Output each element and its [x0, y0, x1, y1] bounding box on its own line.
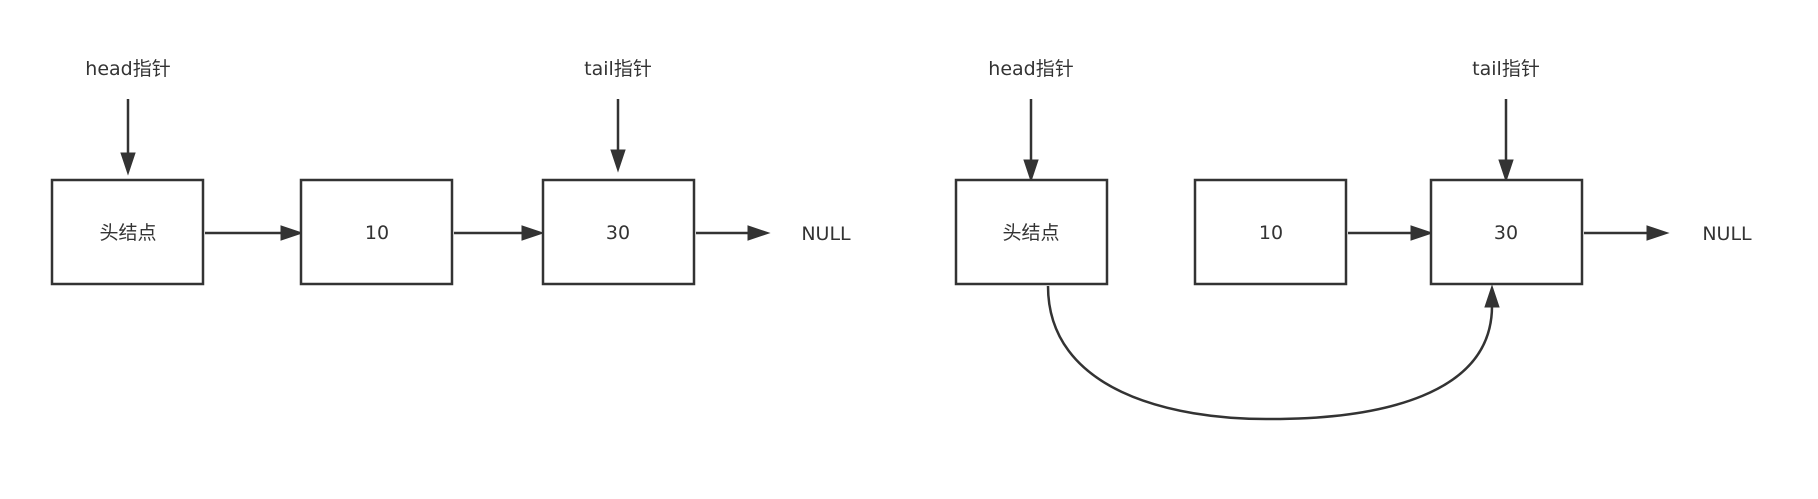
node-30 — [541, 178, 696, 286]
tail-pointer-label: tail指针 — [584, 58, 652, 80]
node-10 — [1193, 178, 1348, 286]
edge-head-to-10-arrowhead — [280, 225, 304, 241]
node-head — [50, 178, 205, 286]
diagram-left: head指针 tail指针 头结点 10 30 NULL — [50, 58, 851, 286]
edge-head-to-30-curve — [1046, 285, 1494, 421]
head-pointer-label: head指针 — [85, 58, 170, 80]
head-pointer-arrowhead — [1023, 159, 1039, 183]
tail-pointer-arrowhead — [1498, 159, 1514, 183]
node-10-label: 10 — [365, 222, 389, 244]
edge-10-to-30-arrowhead — [521, 225, 545, 241]
node-head-label: 头结点 — [99, 222, 156, 244]
head-pointer-arrowhead — [120, 152, 136, 176]
node-head-label: 头结点 — [1002, 222, 1059, 244]
node-10 — [299, 178, 454, 286]
edge-30-to-null-arrowhead — [747, 225, 771, 241]
head-pointer-label: head指针 — [988, 58, 1073, 80]
tail-pointer-label: tail指针 — [1472, 58, 1540, 80]
node-30-label: 30 — [1494, 222, 1518, 244]
edge-30-to-null-arrowhead — [1646, 225, 1670, 241]
tail-pointer-arrowhead — [610, 149, 626, 173]
edge-head-to-30-arrowhead — [1484, 284, 1500, 308]
node-head — [954, 178, 1109, 286]
node-30-label: 30 — [606, 222, 630, 244]
node-10-label: 10 — [1259, 222, 1283, 244]
null-label: NULL — [1702, 223, 1752, 245]
diagram-right: head指针 tail指针 头结点 10 30 NULL — [954, 58, 1752, 421]
node-30 — [1429, 178, 1584, 286]
edge-10-to-30-arrowhead — [1410, 225, 1434, 241]
null-label: NULL — [801, 223, 851, 245]
